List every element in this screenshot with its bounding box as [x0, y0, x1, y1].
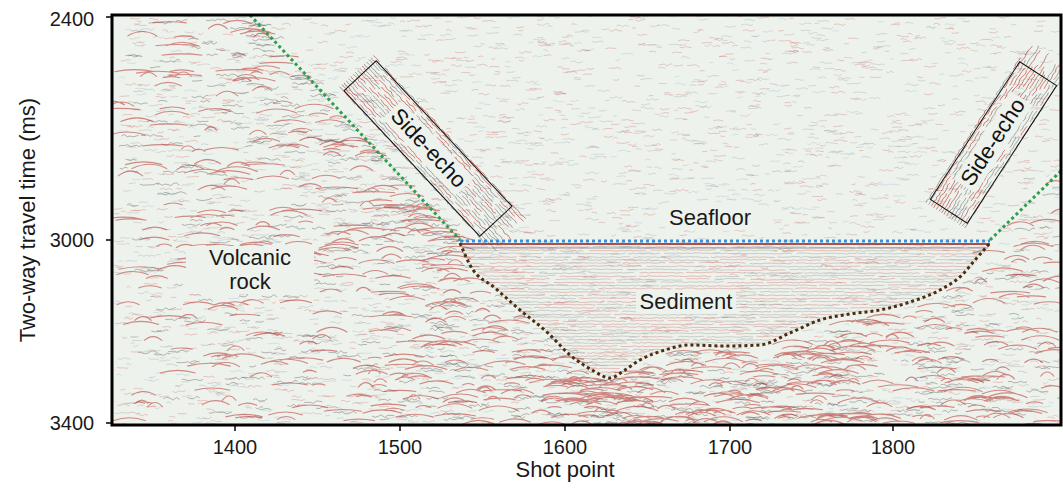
axis-tick-label: 1800	[871, 436, 916, 458]
seafloor-reflection-2	[462, 247, 988, 248]
echo-box: Side-echo	[929, 61, 1057, 224]
echo-box: Side-echo	[343, 60, 512, 237]
axis-tick	[106, 239, 112, 241]
interpretation-lines	[250, 15, 1061, 378]
axis-tick	[106, 16, 112, 18]
seismic-section	[112, 15, 1061, 425]
side-echo-reflections-grey	[346, 46, 1061, 251]
volcanic-reflections-red	[112, 20, 1061, 425]
axis-tick	[564, 425, 566, 431]
plot-frame	[112, 15, 1061, 425]
axis-tick-label: 3400	[50, 412, 95, 434]
axis-tick	[234, 425, 236, 431]
slope-line	[250, 15, 460, 240]
sediment-base-line	[460, 243, 990, 378]
axis-title: Shot point	[515, 458, 614, 482]
axis-tick	[399, 425, 401, 431]
seafloor-line	[460, 240, 990, 243]
axis-tick-label: 1500	[378, 436, 423, 458]
axis-tick-label: 1700	[708, 436, 753, 458]
seafloor-label: Seafloor	[665, 206, 755, 230]
sediment-layers-red	[455, 243, 1061, 379]
box-label: Side-echo	[954, 91, 1032, 192]
axis-tick-label: 1400	[213, 436, 258, 458]
axis-tick	[729, 425, 731, 431]
axis-tick-label: 3000	[50, 229, 95, 251]
axis-tick-label: 1600	[543, 436, 588, 458]
rock-label: Volcanic rock	[186, 246, 314, 294]
slope-line	[990, 170, 1061, 240]
axis-tick	[106, 422, 112, 424]
axis-tick-label: 2400	[50, 8, 95, 30]
sediment-layers	[455, 243, 1061, 379]
side-echo-reflections-red	[340, 46, 1061, 240]
axis-tick	[892, 425, 894, 431]
sediment-label: Sediment	[636, 290, 737, 314]
axis-title: Two-way travel time (ms)	[16, 98, 40, 342]
box-label: Side-echo	[383, 101, 472, 194]
seafloor-reflection	[460, 243, 990, 245]
